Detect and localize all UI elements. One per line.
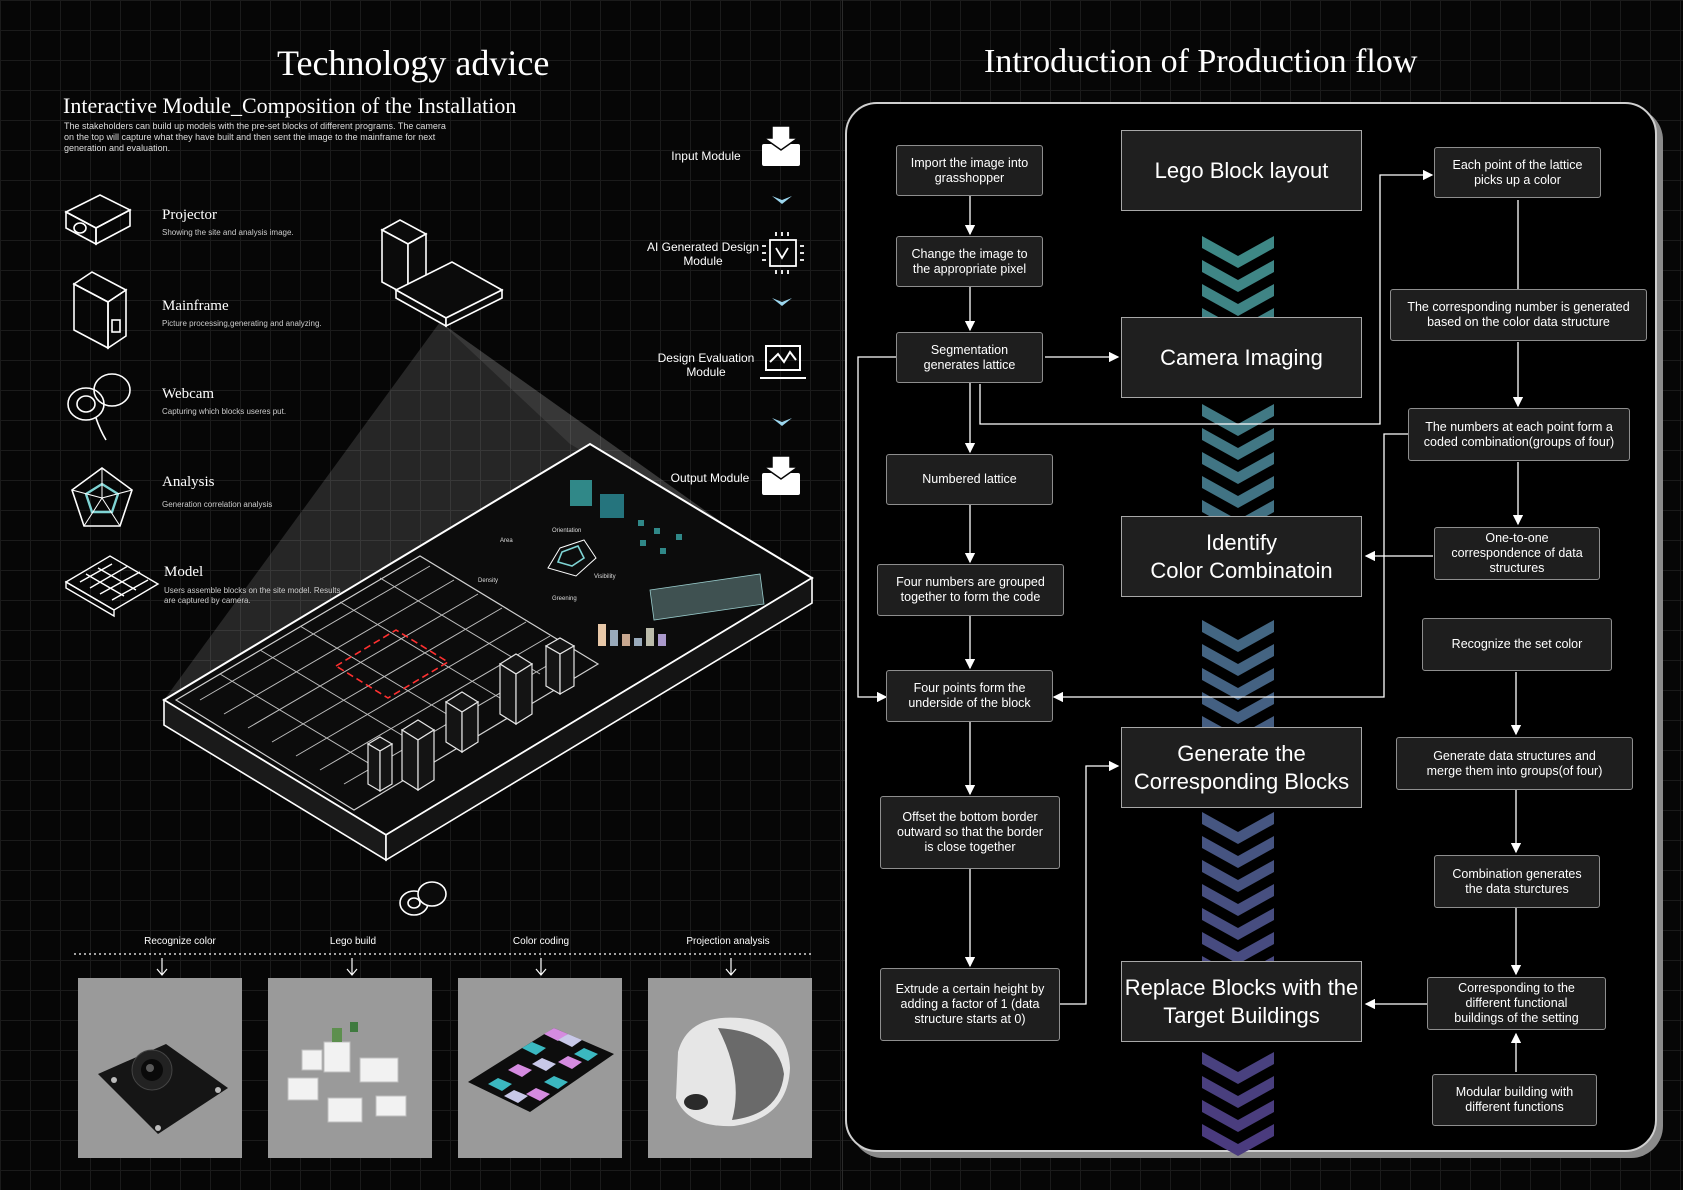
flow-box-combination-generates: Combination generates the data sturcture… (1434, 855, 1600, 908)
chevron-mark (1202, 404, 1274, 436)
center-divider (842, 0, 843, 1190)
flow-box-functional-buildings: Corresponding to the different functiona… (1427, 977, 1606, 1030)
category-label-recognize-color: Recognize color (144, 936, 216, 947)
left-illustration-layer: Area Orientation Density Visibility Gree… (64, 125, 814, 976)
center-box-replace-blocks: Replace Blocks with the Target Buildings (1121, 961, 1362, 1042)
installation-table-illustration: Area Orientation Density Visibility Gree… (162, 442, 814, 862)
left-subtitle: Interactive Module_Composition of the In… (63, 93, 517, 118)
bottom-webcam-illustration (399, 881, 447, 916)
mainframe-icon (72, 271, 128, 350)
flow-box-change-pixel: Change the image to the appropriate pixe… (896, 236, 1043, 287)
flow-box-offset-border: Offset the bottom border outward so that… (880, 796, 1060, 869)
webcam-icon (67, 373, 131, 441)
chevron-mark (1202, 836, 1274, 868)
svg-text:Greening: Greening (552, 596, 577, 602)
chevron-mark (1202, 1052, 1274, 1084)
chevron-mark (1202, 1100, 1274, 1132)
laptop-icon (760, 345, 806, 379)
chevron-mark (1202, 236, 1274, 268)
right-title: Introduction of Production flow (984, 43, 1418, 80)
component-title-analysis: Analysis (162, 474, 215, 490)
module-label-evaluation: Design Evaluation Module (657, 351, 755, 379)
chevron-mark (1202, 452, 1274, 484)
component-title-mainframe: Mainframe (162, 298, 229, 314)
component-desc-projector: Showing the site and analysis image. (162, 228, 294, 237)
left-title: Technology advice (277, 43, 550, 83)
chevron-mark (1202, 428, 1274, 460)
chevron-mark (1202, 860, 1274, 892)
center-box-lego-block-layout: Lego Block layout (1121, 130, 1362, 211)
module-label-input: Input Module (671, 149, 741, 163)
flow-box-coded-combination: The numbers at each point form a coded c… (1408, 408, 1630, 461)
flow-box-modular-building: Modular building with different function… (1432, 1074, 1597, 1126)
projector-icon (64, 194, 132, 246)
flow-box-import-image: Import the image into grasshopper (896, 145, 1043, 196)
analysis-icon (71, 467, 133, 527)
flow-arrows (857, 169, 1524, 1072)
module-label-ai: AI Generated Design Module (646, 240, 760, 268)
category-label-color-coding: Color coding (512, 936, 570, 947)
chevron-mark (1202, 1076, 1274, 1108)
chevron-mark (1202, 932, 1274, 964)
module-arrows (772, 196, 792, 426)
center-box-generate-blocks: Generate the Corresponding Blocks (1121, 727, 1362, 808)
chevron-mark (1202, 692, 1274, 724)
flow-box-number-generated: The corresponding number is generated ba… (1390, 289, 1647, 341)
photo-projector (648, 978, 812, 1158)
chevron-mark (1202, 476, 1274, 508)
photo-color-coding (458, 978, 622, 1158)
svg-text:Orientation: Orientation (552, 528, 581, 534)
flow-box-numbered-lattice: Numbered lattice (886, 454, 1053, 505)
flow-box-segmentation: Segmentation generates lattice (896, 332, 1043, 383)
chevron-mark (1202, 1124, 1274, 1156)
photo-lego-build (268, 978, 432, 1158)
flow-box-one-to-one: One-to-one correspondence of data struct… (1434, 527, 1600, 580)
svg-text:Visibility: Visibility (594, 574, 616, 580)
center-box-camera-imaging: Camera Imaging (1121, 317, 1362, 398)
chevron-mark (1202, 620, 1274, 652)
svg-text:Area: Area (500, 538, 513, 544)
chip-icon (762, 232, 804, 274)
model-icon (64, 555, 160, 618)
flow-box-recognize-set-color: Recognize the set color (1422, 618, 1612, 671)
intro-text: The stakeholders can build up models wit… (64, 121, 446, 153)
module-label-output: Output Module (670, 471, 750, 485)
flow-box-block-underside: Four points form the underside of the bl… (886, 670, 1053, 722)
flow-box-group-code: Four numbers are grouped together to for… (877, 564, 1064, 616)
chevron-mark (1202, 812, 1274, 844)
flow-box-generate-data-structures: Generate data structures and merge them … (1396, 737, 1633, 790)
chevron-mark (1202, 260, 1274, 292)
category-label-projection-analysis: Projection analysis (686, 936, 770, 947)
input-module-icon (761, 125, 801, 166)
center-box-identify-color: Identify Color Combinatoin (1121, 516, 1362, 597)
output-module-icon (761, 455, 801, 495)
component-desc-mainframe: Picture processing,generating and analyz… (162, 319, 322, 328)
flow-box-lattice-color: Each point of the lattice picks up a col… (1434, 147, 1601, 198)
chevron-mark (1202, 644, 1274, 676)
flow-box-extrude-height: Extrude a certain height by adding a fac… (880, 968, 1060, 1041)
top-camera-illustration (380, 219, 504, 328)
category-label-lego-build: Lego build (329, 936, 377, 947)
chevron-mark (1202, 884, 1274, 916)
component-title-projector: Projector (162, 207, 217, 223)
photo-webcam-module (78, 978, 242, 1158)
chevron-mark (1202, 668, 1274, 700)
component-desc-model: Users assemble blocks on the site model.… (164, 586, 341, 605)
chevron-mark (1202, 908, 1274, 940)
component-title-model: Model (164, 564, 204, 580)
chevron-mark (1202, 284, 1274, 316)
component-desc-webcam: Capturing which blocks useres put. (162, 407, 287, 416)
component-title-webcam: Webcam (162, 386, 215, 402)
photo-pointer-arrows (156, 958, 737, 976)
component-desc-analysis: Generation correlation analysis (162, 500, 273, 509)
svg-text:Density: Density (478, 578, 498, 584)
